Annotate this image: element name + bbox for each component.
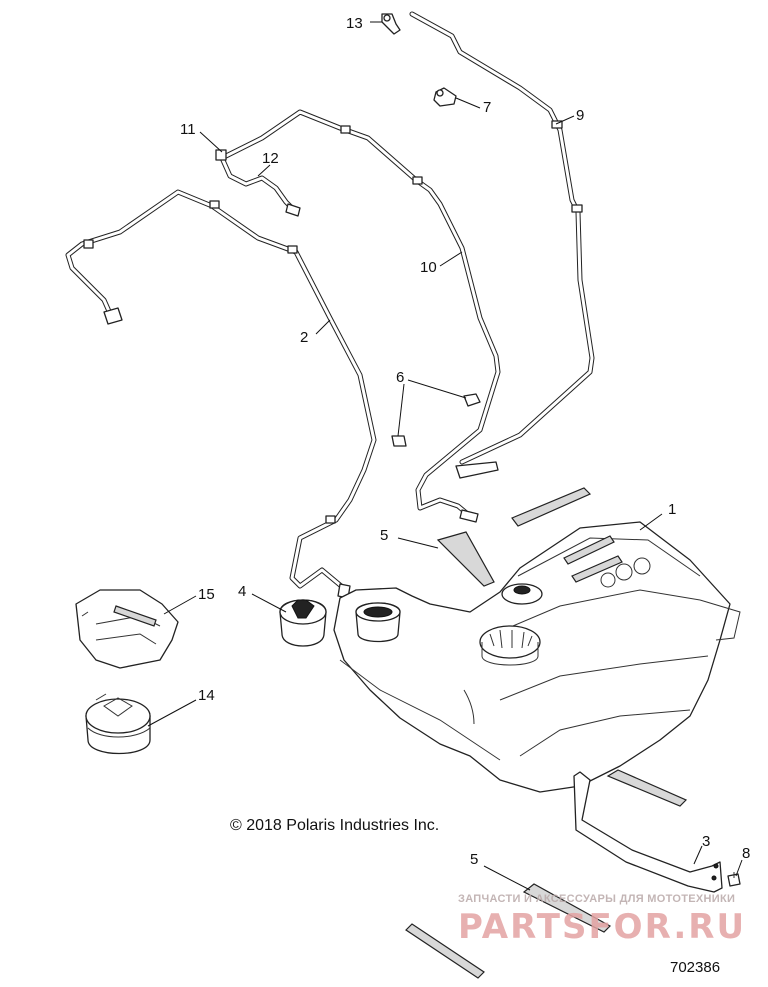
callout-6: 6 [396, 369, 404, 386]
callout-15: 15 [198, 586, 215, 603]
copyright-notice: © 2018 Polaris Industries Inc. [230, 817, 439, 834]
foam-strips-5 [405, 487, 688, 979]
cap-14 [85, 693, 151, 755]
fuel-cap-4 [279, 599, 327, 647]
callout-12: 12 [262, 150, 279, 167]
callout-5-bottom: 5 [470, 851, 478, 868]
clips-6 [391, 393, 481, 447]
callout-11: 11 [180, 121, 196, 138]
callout-9: 9 [576, 107, 584, 124]
callout-7: 7 [483, 99, 491, 116]
callout-5-top: 5 [380, 527, 388, 544]
callout-2: 2 [300, 329, 308, 346]
fuel-line-2 [65, 189, 377, 599]
callout-8: 8 [742, 845, 750, 862]
callout-1: 1 [668, 501, 676, 518]
cap-assembly-15 [75, 589, 179, 669]
vent-line-9 [409, 11, 595, 479]
watermark-tagline: ЗАПЧАСТИ И АКСЕССУАРЫ ДЛЯ МОТОТЕХНИКИ [458, 893, 735, 905]
leader-lines [147, 21, 743, 891]
callout-4: 4 [238, 583, 246, 600]
drawing-number: 702386 [670, 959, 720, 976]
callout-labels: 13 7 9 11 12 10 2 6 5 1 4 15 14 3 8 5 [180, 15, 750, 868]
callout-13: 13 [346, 15, 363, 32]
tank-strap-3 [573, 771, 723, 893]
clip-7 [433, 87, 457, 107]
bolt-8 [727, 872, 741, 887]
fuel-line-10 [219, 109, 501, 523]
watermark-brand: PARTSFOR.RU [458, 907, 746, 947]
callout-10: 10 [420, 259, 437, 276]
callout-14: 14 [198, 687, 215, 704]
hose-11-12 [215, 149, 301, 217]
callout-3: 3 [702, 833, 710, 850]
clip-13 [381, 13, 401, 35]
fuel-tank-1 [333, 521, 741, 793]
watermark: ЗАПЧАСТИ И АКСЕССУАРЫ ДЛЯ МОТОТЕХНИКИ PA… [458, 893, 746, 947]
